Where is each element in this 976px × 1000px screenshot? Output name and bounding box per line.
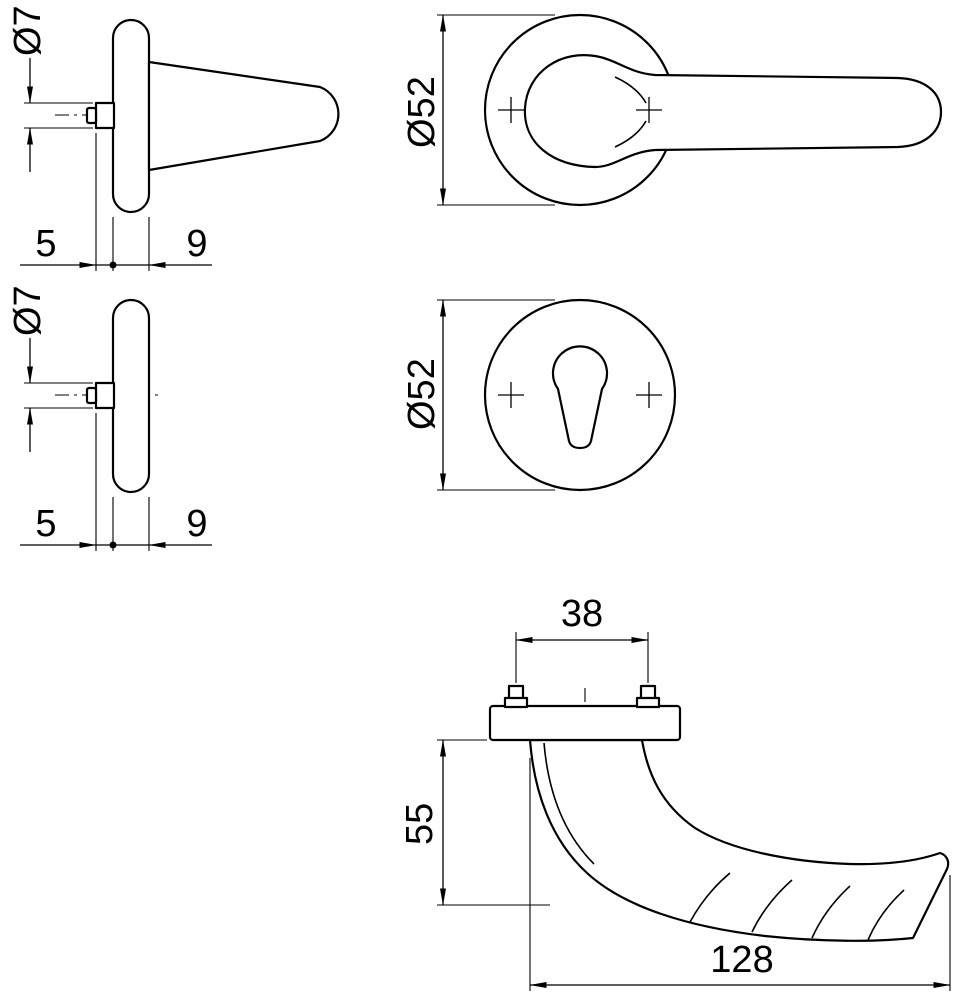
- dim-spindle-diameter-top: Ø7: [7, 5, 93, 172]
- dim-label-rose-dia-mid: Ø52: [401, 358, 443, 430]
- dim-label-screw-spacing: 38: [561, 593, 603, 635]
- neck-contour-line: [543, 742, 595, 865]
- dim-label-length: 128: [710, 939, 773, 981]
- dim-rose-thickness-top: 5 9: [20, 133, 212, 271]
- dim-rose-diameter-mid: Ø52: [401, 299, 555, 491]
- dim-label-spindle-dia-top: Ø7: [7, 5, 49, 56]
- dim-label-projection: 55: [399, 803, 441, 845]
- dim-label-thickness-top: 9: [186, 223, 207, 265]
- dim-label-thickness-mid: 9: [186, 503, 207, 545]
- spindle-cap: [85, 386, 98, 405]
- dim-rose-diameter-top: Ø52: [401, 14, 555, 206]
- dim-label-inset-mid: 5: [35, 503, 56, 545]
- mounting-plate: [488, 704, 682, 742]
- dim-label-spindle-dia-mid: Ø7: [7, 285, 49, 336]
- chain-dimension-dot: [109, 261, 117, 269]
- screw-cross-right: [636, 97, 662, 123]
- spindle-side: [94, 101, 116, 130]
- dim-rose-thickness-mid: 5 9: [20, 413, 212, 551]
- dim-screw-spacing: 38: [515, 593, 649, 683]
- dim-label-rose-dia-top: Ø52: [401, 76, 443, 148]
- screw-cross-left: [498, 97, 524, 123]
- spindle-cap: [85, 106, 98, 125]
- spindle-side: [94, 381, 116, 410]
- key-rose-front-view: Ø52: [401, 298, 677, 492]
- grip-ridge: [689, 872, 731, 923]
- lever-handle-front: [523, 54, 943, 169]
- rose-side-body: [111, 298, 151, 494]
- grip-ridge: [811, 885, 851, 939]
- rose-side-body: [111, 18, 151, 214]
- dim-spindle-diameter-mid: Ø7: [7, 285, 93, 452]
- lever-profile-body: [528, 738, 950, 942]
- key-rose-side-view: Ø7 5 9: [7, 285, 212, 551]
- grip-ridge: [867, 889, 905, 941]
- lever-profile-view: 38 55 128: [399, 593, 951, 991]
- neck-junction-arc: [614, 120, 647, 148]
- euro-cylinder-keyhole: [551, 345, 609, 450]
- chain-dimension-dot: [109, 541, 117, 549]
- fixing-screw-left: [503, 684, 529, 709]
- dim-projection: 55: [399, 739, 550, 906]
- dim-label-inset-top: 5: [35, 223, 56, 265]
- lever-rose-side-view: Ø7 5 9: [7, 5, 340, 271]
- lever-front-view: Ø52: [401, 13, 943, 207]
- screw-cross-right: [636, 382, 662, 408]
- grip-ridge: [751, 879, 793, 933]
- dim-lever-length: 128: [529, 758, 951, 991]
- neck-junction-arc: [614, 76, 647, 104]
- fixing-screw-right: [635, 684, 661, 709]
- handle-neck-cone: [147, 60, 340, 172]
- screw-cross-left: [498, 382, 524, 408]
